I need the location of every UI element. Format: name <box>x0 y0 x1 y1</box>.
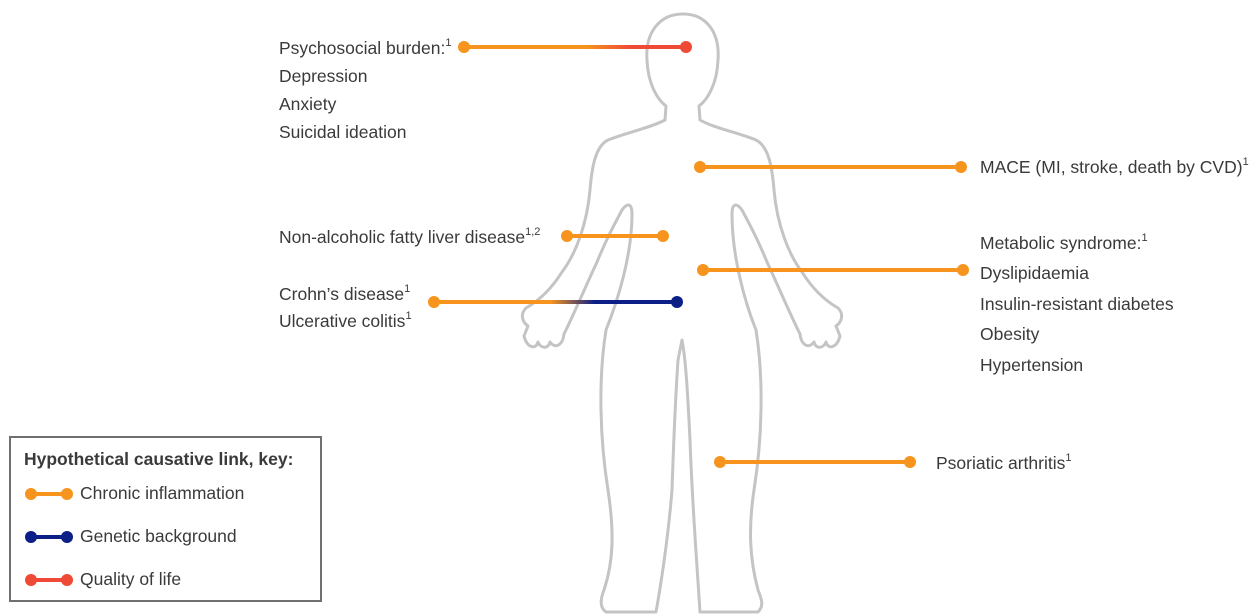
chronic-inflammation-swatch-icon <box>24 482 74 506</box>
label-hypertension: Hypertension <box>980 351 1083 379</box>
connector-endpoint <box>680 41 692 53</box>
connector-endpoint <box>697 264 709 276</box>
label-ulcerative-colitis: Ulcerative colitis1 <box>279 307 412 335</box>
legend-title: Hypothetical causative link, key: <box>24 449 293 470</box>
connector-psychosocial <box>458 41 692 53</box>
connector-endpoint <box>561 230 573 242</box>
connector-endpoint <box>904 456 916 468</box>
label-depression: Depression <box>279 62 368 90</box>
legend-label: Genetic background <box>80 526 237 547</box>
connector-psoriatic <box>714 456 916 468</box>
label-nafld: Non-alcoholic fatty liver disease1,2 <box>279 223 540 251</box>
legend: Hypothetical causative link, key: Chroni… <box>9 436 322 602</box>
label-anxiety: Anxiety <box>279 90 336 118</box>
connector-endpoint <box>955 161 967 173</box>
label-insulin-resistant-diabetes: Insulin-resistant diabetes <box>980 290 1174 318</box>
genetic-background-swatch-icon <box>24 525 74 549</box>
label-crohns-disease: Crohn’s disease1 <box>279 280 410 308</box>
connector-endpoint <box>657 230 669 242</box>
connector-mace <box>694 161 967 173</box>
connector-endpoint <box>694 161 706 173</box>
label-obesity: Obesity <box>980 320 1039 348</box>
connector-endpoint <box>428 296 440 308</box>
quality-of-life-swatch-icon <box>24 568 74 592</box>
human-body-outline <box>522 14 841 612</box>
connector-ibd <box>428 296 683 308</box>
connector-endpoint <box>458 41 470 53</box>
label-psychosocial-burden: Psychosocial burden:1 <box>279 34 451 62</box>
legend-label: Quality of life <box>80 569 181 590</box>
connector-endpoint <box>714 456 726 468</box>
label-psoriatic-arthritis: Psoriatic arthritis1 <box>936 449 1071 477</box>
label-metabolic-syndrome: Metabolic syndrome:1 <box>980 229 1148 257</box>
connector-nafld <box>561 230 669 242</box>
legend-label: Chronic inflammation <box>80 483 244 504</box>
label-mace: MACE (MI, stroke, death by CVD)1 <box>980 153 1249 181</box>
connector-endpoint <box>671 296 683 308</box>
connector-endpoint <box>957 264 969 276</box>
label-dyslipidaemia: Dyslipidaemia <box>980 259 1089 287</box>
label-suicidal-ideation: Suicidal ideation <box>279 118 406 146</box>
